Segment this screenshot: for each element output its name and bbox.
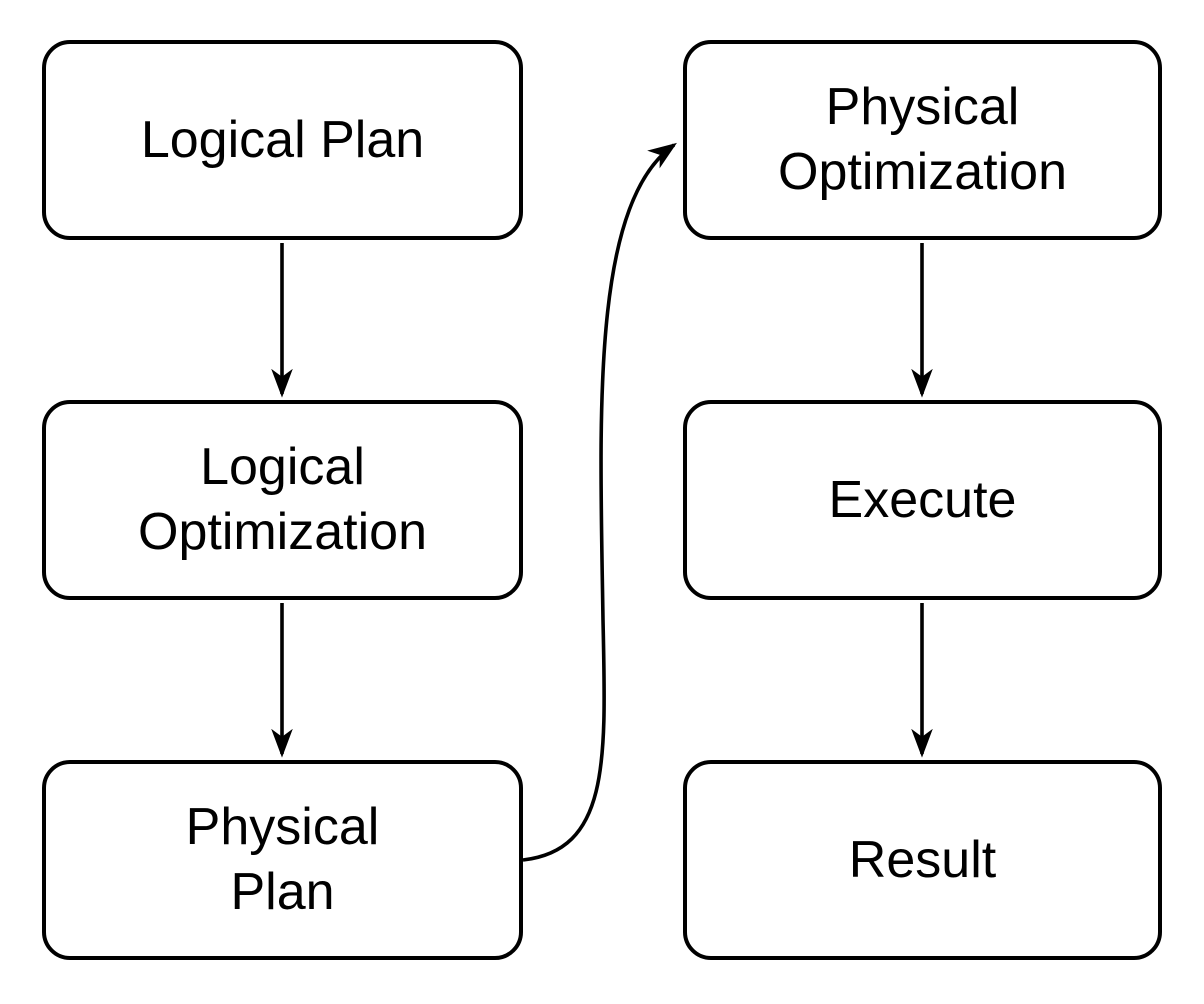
node-logical-plan: Logical Plan (42, 40, 523, 240)
node-execute-label: Execute (828, 470, 1017, 529)
node-logical-plan-label: Logical Plan (140, 110, 425, 169)
node-physical-plan: Physical Plan (42, 760, 523, 960)
node-logical-optimization: Logical Optimization (42, 400, 523, 600)
node-execute: Execute (683, 400, 1162, 600)
node-result-label: Result (848, 830, 997, 889)
node-physical-plan-label: Physical Plan (185, 798, 380, 921)
node-result: Result (683, 760, 1162, 960)
edge-physical-plan-to-physical-optimization (522, 142, 677, 862)
node-physical-optimization: Physical Optimization (683, 40, 1162, 240)
node-physical-optimization-label: Physical Optimization (778, 78, 1067, 201)
node-logical-optimization-label: Logical Optimization (138, 438, 427, 561)
